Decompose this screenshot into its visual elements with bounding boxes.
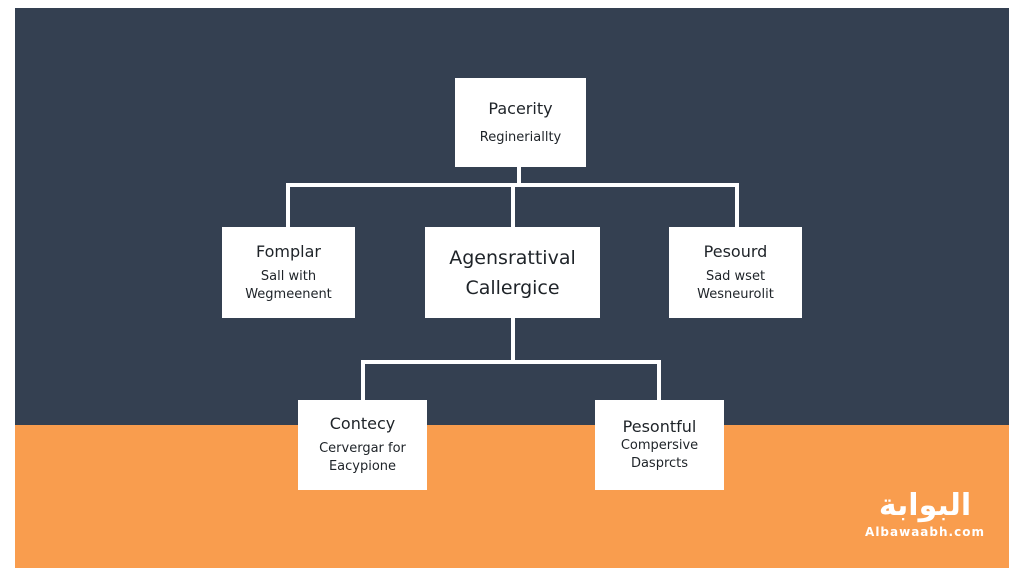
- node-bottom-left: Contecy Cervergar for Eacypione: [298, 400, 427, 490]
- node-bottom-left-subtitle-2: Eacypione: [328, 459, 397, 474]
- node-left-title: Fomplar: [256, 241, 321, 261]
- node-bottom-left-title: Contecy: [329, 414, 396, 433]
- bottom-panel: [15, 425, 1009, 568]
- node-right-subtitle-2: Wesneurolit: [697, 286, 774, 302]
- node-right: Pesourd Sad wset Wesneurolit: [669, 227, 802, 318]
- node-bottom-right: Pesontful Compersive Dasprcts: [595, 400, 724, 490]
- node-root-subtitle-1: Regineriallty: [479, 129, 562, 145]
- node-left-subtitle-1: Sall with: [260, 268, 317, 284]
- node-bottom-right-title-1: Pesontful: [622, 417, 697, 436]
- node-root: Pacerity Regineriallty: [455, 78, 586, 167]
- node-left: Fomplar Sall with Wegmeenent: [222, 227, 355, 318]
- node-bottom-right-line-3: Dasprcts: [630, 456, 689, 471]
- node-center: Agensrattival Callergice: [425, 227, 600, 318]
- node-left-subtitle-2: Wegmeenent: [245, 286, 332, 302]
- node-bottom-right-line-2: Compersive: [620, 438, 699, 453]
- node-center-title-2: Callergice: [465, 276, 560, 299]
- node-center-title-1: Agensrattival: [449, 246, 576, 269]
- node-right-subtitle-1: Sad wset: [705, 268, 766, 284]
- node-root-title: Pacerity: [488, 98, 553, 118]
- watermark-arabic: البوابة: [878, 488, 972, 523]
- node-right-title: Pesourd: [703, 241, 768, 261]
- watermark-logo: البوابة Albawaabh.com: [855, 488, 995, 548]
- node-bottom-left-subtitle-1: Cervergar for: [319, 441, 406, 456]
- watermark-url: Albawaabh.com: [865, 525, 985, 539]
